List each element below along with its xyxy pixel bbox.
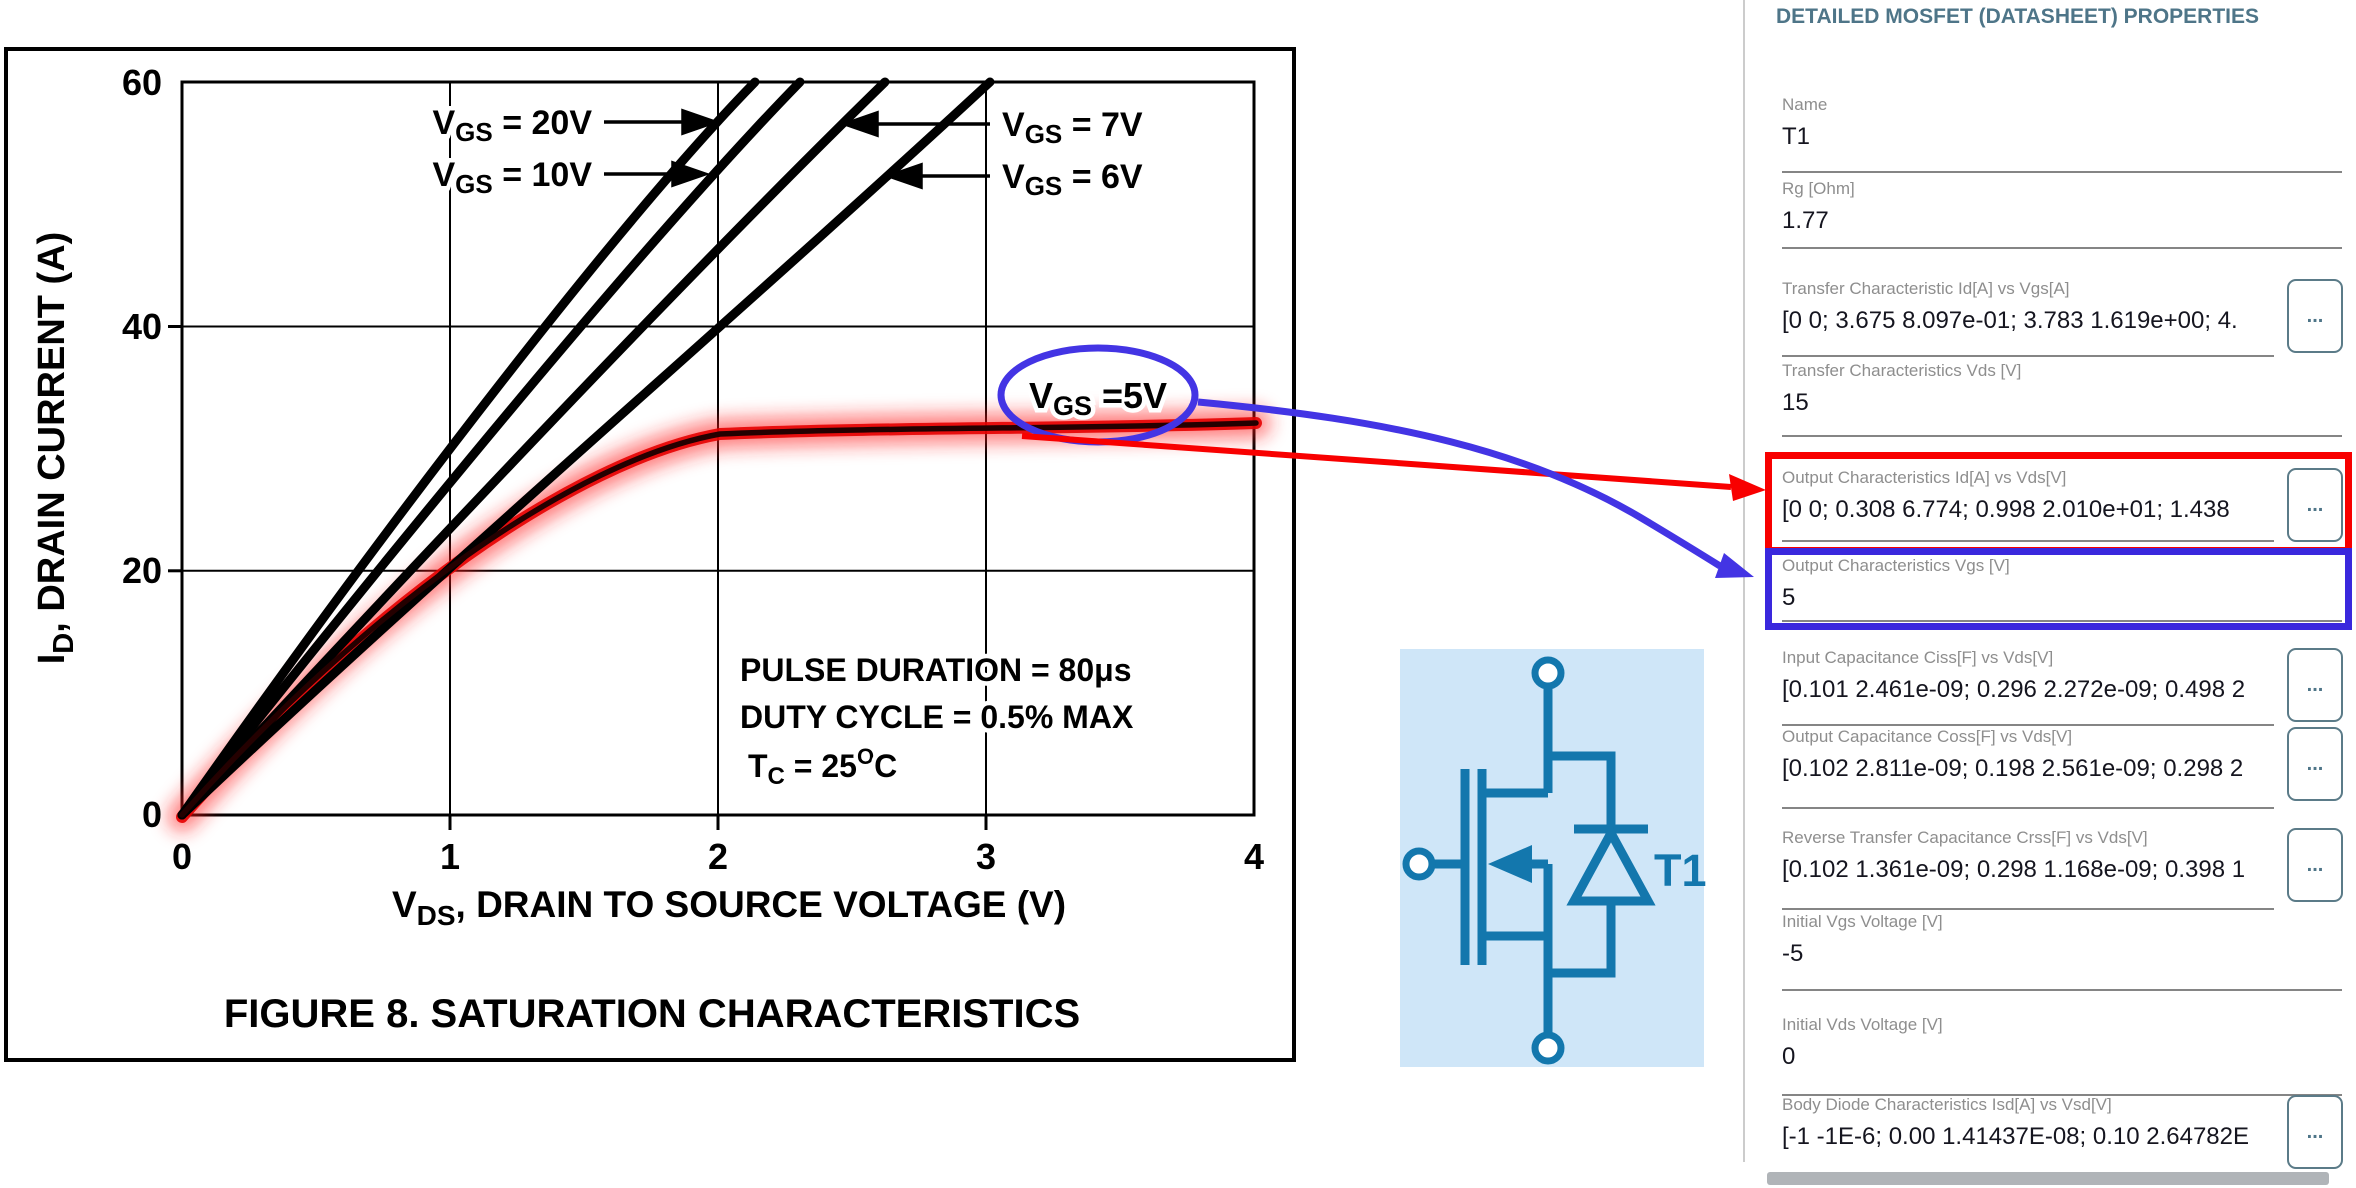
field-label: Transfer Characteristics Vds [V]	[1782, 361, 2022, 380]
field-divider	[1782, 724, 2274, 726]
horizontal-scrollbar[interactable]	[1767, 1172, 2329, 1185]
y-tick-60: 60	[122, 62, 162, 103]
y-tick-40: 40	[122, 306, 162, 347]
field-output-characteristics-id: Output Characteristics Id[A] vs Vds[V] […	[1782, 468, 2345, 542]
field-label: Output Capacitance Coss[F] vs Vds[V]	[1782, 727, 2073, 746]
field-divider	[1782, 989, 2342, 991]
expand-output-capacitance-button[interactable]: ...	[2287, 727, 2343, 801]
field-label: Output Characteristics Vgs [V]	[1782, 556, 2010, 575]
datasheet-figure: VGS = 20V VGS = 10V VGS = 7V VGS = 6V 60…	[4, 47, 1296, 1062]
field-divider	[1782, 540, 2274, 542]
field-divider	[1782, 171, 2342, 173]
field-value[interactable]: [0 0; 0.308 6.774; 0.998 2.010e+01; 1.43…	[1782, 496, 2230, 523]
expand-reverse-transfer-button[interactable]: ...	[2287, 828, 2343, 902]
field-label: Name	[1782, 95, 1828, 114]
field-divider	[1782, 620, 2342, 622]
field-label: Initial Vds Voltage [V]	[1782, 1015, 1943, 1034]
curve-vgs10	[177, 77, 805, 820]
label-arrows	[604, 108, 990, 190]
expand-body-diode-button[interactable]: ...	[2287, 1095, 2343, 1169]
field-divider	[1782, 435, 2342, 437]
expand-output-characteristics-button[interactable]: ...	[2287, 468, 2343, 542]
field-output-characteristics-vgs: Output Characteristics Vgs [V] 5	[1782, 556, 2345, 622]
x-tick-1: 1	[440, 836, 460, 877]
label-vgs6: VGS = 6V	[1002, 158, 1143, 201]
field-divider	[1782, 247, 2342, 249]
field-label: Transfer Characteristic Id[A] vs Vgs[A]	[1782, 279, 2070, 298]
component-label: T1	[1654, 845, 1707, 896]
mosfet-component-t1[interactable]: T1	[1398, 643, 1712, 1078]
x-tick-4: 4	[1244, 836, 1264, 877]
field-value[interactable]: 5	[1782, 584, 1796, 611]
field-label: Initial Vgs Voltage [V]	[1782, 912, 1943, 931]
y-tick-0: 0	[142, 794, 162, 835]
expand-input-capacitance-button[interactable]: ...	[2287, 648, 2343, 722]
field-value[interactable]: [0.102 1.361e-09; 0.298 1.168e-09; 0.398…	[1782, 856, 2246, 883]
field-transfer-characteristic: Transfer Characteristic Id[A] vs Vgs[A] …	[1782, 279, 2345, 357]
field-value[interactable]: 0	[1782, 1043, 1796, 1070]
label-vgs10: VGS = 10V	[432, 156, 592, 199]
y-tick-20: 20	[122, 550, 162, 591]
x-tick-0: 0	[172, 836, 192, 877]
field-value[interactable]: -5	[1782, 940, 1804, 967]
field-initial-vds: Initial Vds Voltage [V] 0	[1782, 1015, 2345, 1096]
field-value[interactable]: T1	[1782, 123, 1811, 150]
panel-left-border	[1743, 0, 1745, 1162]
x-tick-2: 2	[708, 836, 728, 877]
field-reverse-transfer-capacitance: Reverse Transfer Capacitance Crss[F] vs …	[1782, 828, 2345, 910]
field-rg: Rg [Ohm] 1.77	[1782, 179, 2345, 249]
field-value[interactable]: [-1 -1E-6; 0.00 1.41437E-08; 0.10 2.6478…	[1782, 1123, 2250, 1150]
field-value[interactable]: 1.77	[1782, 207, 1829, 234]
field-divider	[1782, 908, 2274, 910]
field-initial-vgs: Initial Vgs Voltage [V] -5	[1782, 912, 2345, 991]
field-transfer-vds: Transfer Characteristics Vds [V] 15	[1782, 361, 2345, 437]
field-input-capacitance: Input Capacitance Ciss[F] vs Vds[V] [0.1…	[1782, 648, 2345, 726]
field-divider	[1782, 355, 2274, 357]
field-divider	[1782, 807, 2274, 809]
field-divider	[1782, 1094, 2342, 1096]
field-value[interactable]: [0 0; 3.675 8.097e-01; 3.783 1.619e+00; …	[1782, 307, 2238, 334]
x-tick-3: 3	[976, 836, 996, 877]
figure-border	[4, 47, 1296, 1062]
mosfet-arrow	[1488, 845, 1532, 883]
field-name: Name T1	[1782, 95, 2345, 173]
field-value[interactable]: 15	[1782, 389, 1809, 416]
y-axis-title: ID, DRAIN CURRENT (A)	[31, 232, 80, 665]
gate-terminal[interactable]	[1402, 847, 1436, 881]
label-vgs20: VGS = 20V	[432, 104, 592, 147]
field-label: Input Capacitance Ciss[F] vs Vds[V]	[1782, 648, 2054, 667]
panel-title: DETAILED MOSFET (DATASHEET) PROPERTIES	[1776, 5, 2260, 28]
properties-panel: DETAILED MOSFET (DATASHEET) PROPERTIES N…	[1743, 0, 2356, 1188]
mosfet-wires	[1432, 686, 1656, 1035]
drain-terminal[interactable]	[1531, 656, 1565, 690]
field-body-diode: Body Diode Characteristics Isd[A] vs Vsd…	[1782, 1095, 2345, 1177]
field-label: Body Diode Characteristics Isd[A] vs Vsd…	[1782, 1095, 2112, 1114]
expand-transfer-characteristic-button[interactable]: ...	[2287, 279, 2343, 353]
field-output-capacitance: Output Capacitance Coss[F] vs Vds[V] [0.…	[1782, 727, 2345, 809]
condition-duty-cycle: DUTY CYCLE = 0.5% MAX	[740, 699, 1134, 735]
curve-vgs6	[177, 77, 995, 820]
field-value[interactable]: [0.101 2.461e-09; 0.296 2.272e-09; 0.498…	[1782, 676, 2246, 703]
figure-caption: FIGURE 8. SATURATION CHARACTERISTICS	[224, 992, 1080, 1036]
field-label: Output Characteristics Id[A] vs Vds[V]	[1782, 468, 2067, 487]
mosfet-symbol: T1	[1400, 649, 1707, 1067]
field-label: Reverse Transfer Capacitance Crss[F] vs …	[1782, 828, 2148, 847]
condition-pulse-duration: PULSE DURATION = 80μs	[740, 652, 1132, 688]
label-vgs7: VGS = 7V	[1002, 106, 1143, 149]
field-label: Rg [Ohm]	[1782, 179, 1855, 198]
curve-vgs20	[177, 77, 760, 820]
condition-temperature: TC = 25OC	[748, 744, 897, 790]
field-value[interactable]: [0.102 2.811e-09; 0.198 2.561e-09; 0.298…	[1782, 755, 2244, 782]
x-axis-title: VDS, DRAIN TO SOURCE VOLTAGE (V)	[392, 884, 1066, 931]
axis-ticks	[168, 325, 988, 830]
source-terminal[interactable]	[1531, 1031, 1565, 1065]
